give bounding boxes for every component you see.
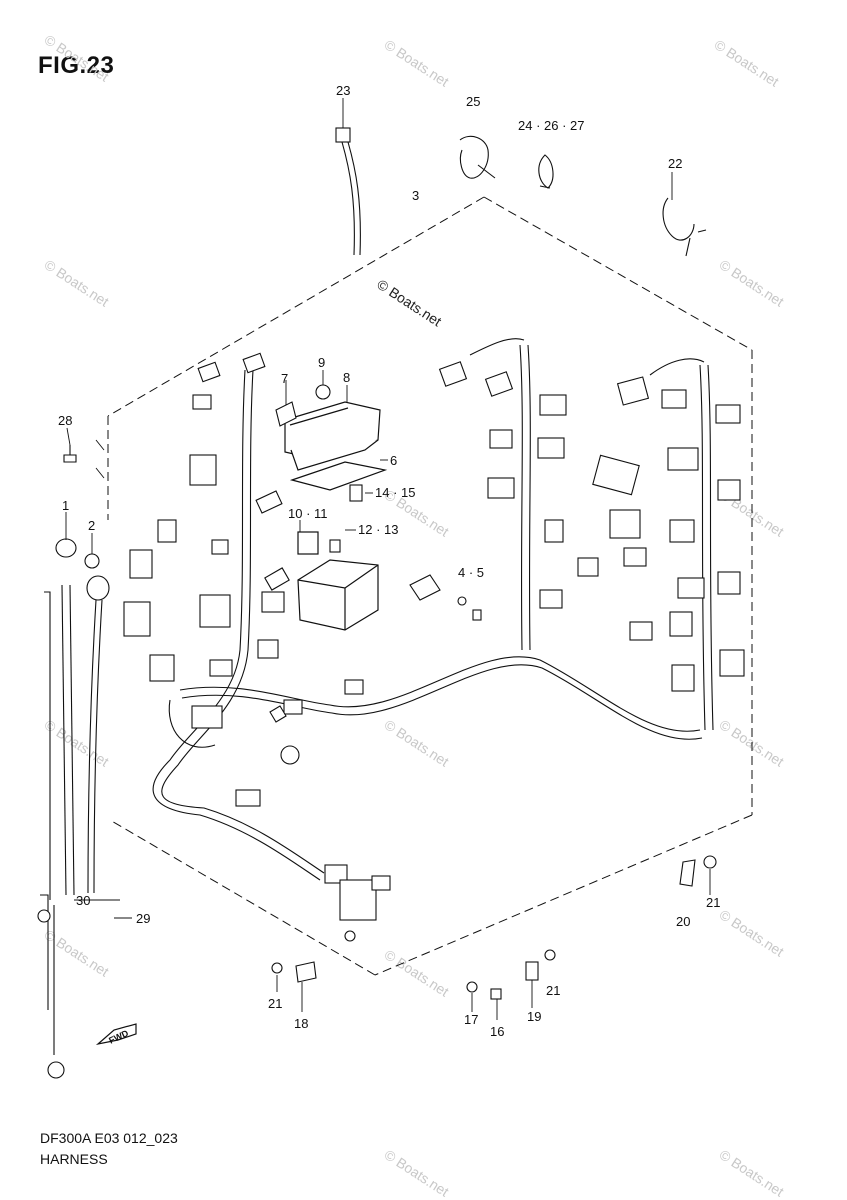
callout-25: 25 [466,94,480,109]
callout-1: 1 [62,498,69,513]
callout-labels: 23 25 24 · 26 · 27 22 3 9 8 7 6 14 · 15 … [58,83,720,1046]
callout-12-13: 12 · 13 [358,522,398,537]
callout-20: 20 [676,914,690,929]
fuse-box [297,531,379,631]
battery-cables [37,538,110,1079]
callout-23: 23 [336,83,350,98]
clamps [459,135,707,257]
fwd-arrow [95,1023,137,1046]
callout-19: 19 [527,1009,541,1024]
callout-14-15: 14 · 15 [375,485,415,500]
small-parts [269,384,482,942]
figure-code: DF300A E03 012_023 [40,1130,178,1146]
callout-30: 30 [76,893,90,908]
harness-connectors [123,352,745,921]
callout-18: 18 [294,1016,308,1031]
callout-21-mid: 21 [546,983,560,998]
tie-strap [335,127,361,256]
callout-2: 2 [88,518,95,533]
callout-7: 7 [281,371,288,386]
callout-21-left: 21 [268,996,282,1011]
callout-8: 8 [343,370,350,385]
leader-lines [65,98,711,1020]
callout-22: 22 [668,156,682,171]
callout-6: 6 [390,453,397,468]
bolt-28 [63,445,77,463]
figure-title: FIG.23 [38,52,115,79]
assembly-box-outline [107,196,753,976]
callout-21-right: 21 [706,895,720,910]
bottom-clips [271,855,717,1000]
callout-24-26-27: 24 · 26 · 27 [518,118,585,133]
callout-10-11: 10 · 11 [288,506,328,521]
callout-28: 28 [58,413,72,428]
callout-3: 3 [412,188,419,203]
callout-17: 17 [464,1012,478,1027]
callout-4-5: 4 · 5 [458,565,484,580]
callout-16: 16 [490,1024,504,1039]
callout-9: 9 [318,355,325,370]
figure-name: HARNESS [40,1151,108,1167]
callout-29: 29 [136,911,150,926]
wiring-harness-trunk [152,338,714,881]
relay-box [284,401,388,491]
